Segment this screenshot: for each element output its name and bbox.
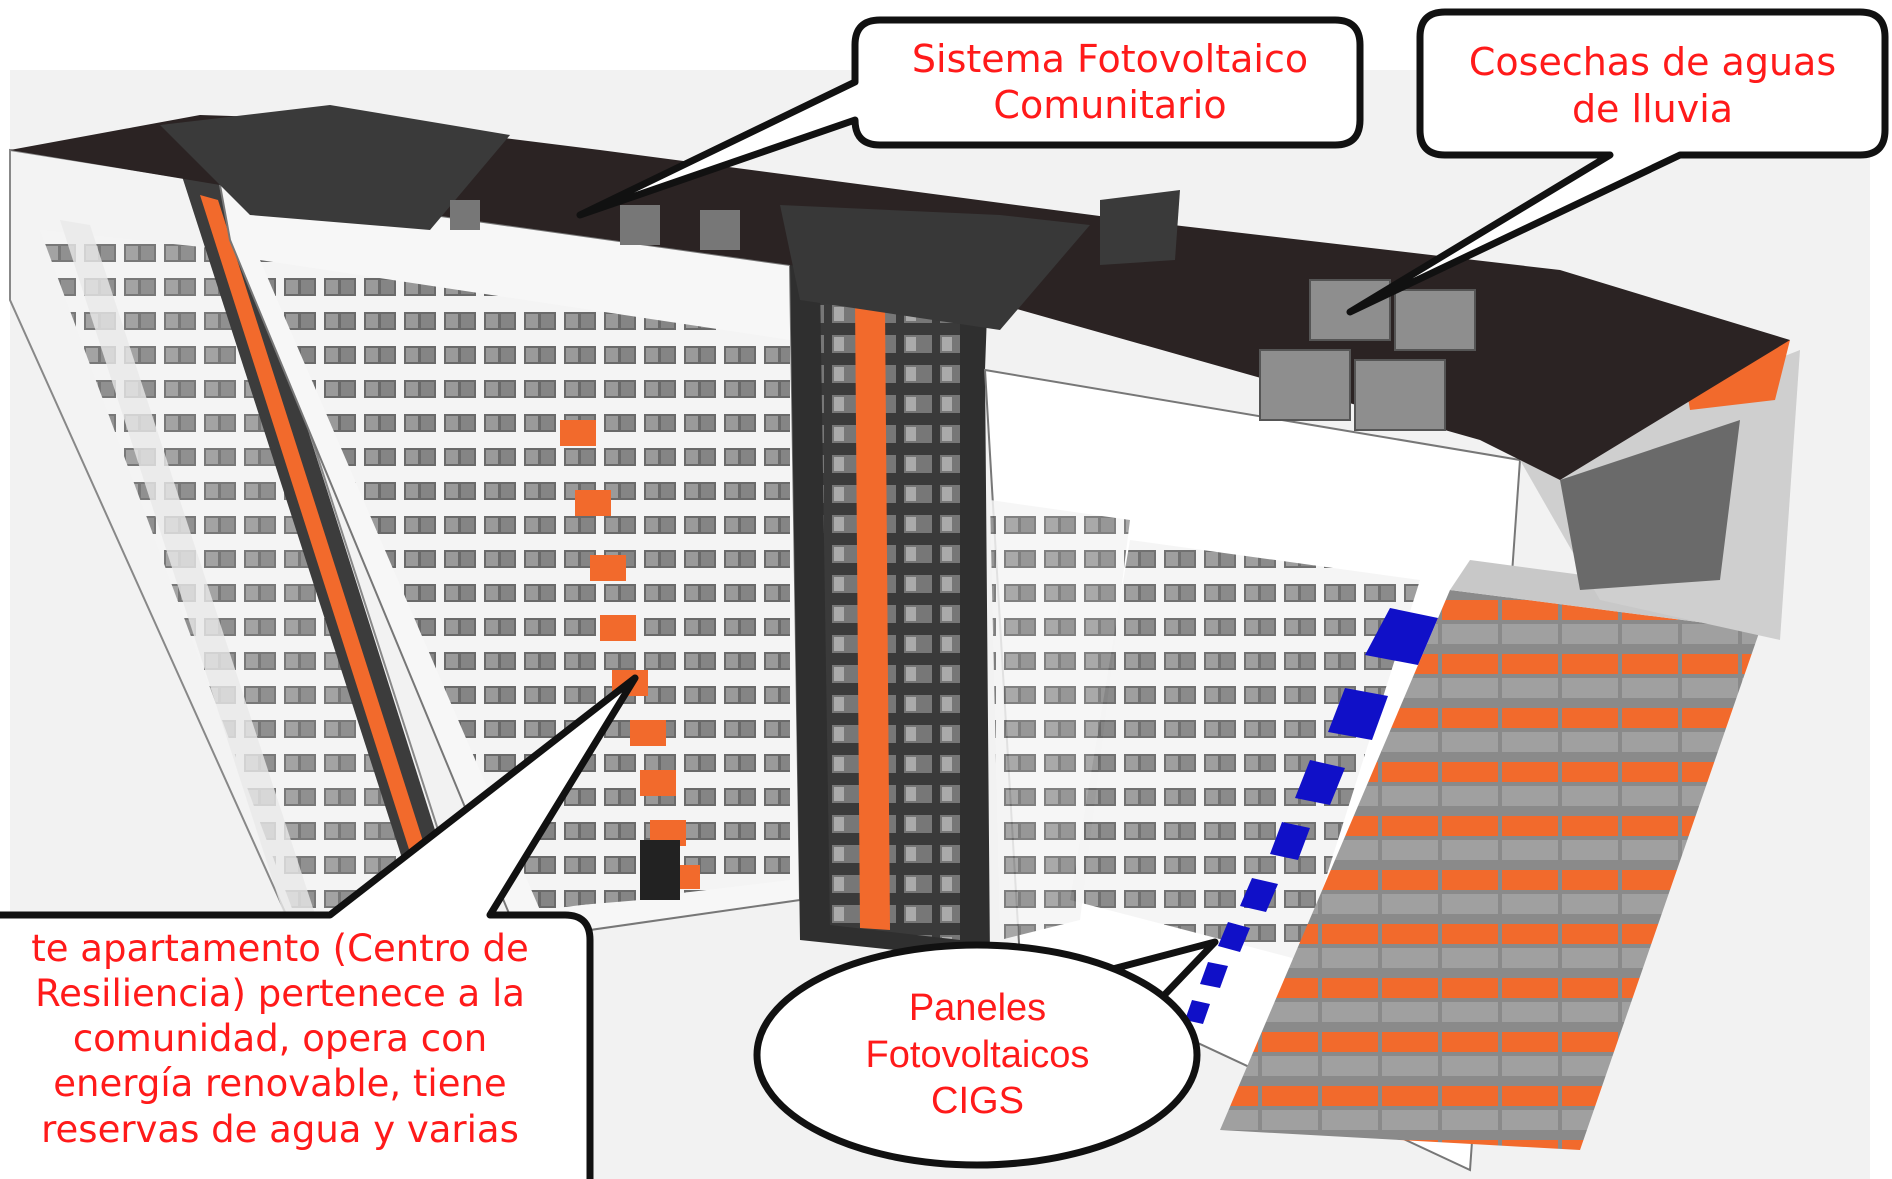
callout-pv-system-line-1: Sistema Fotovoltaico bbox=[911, 36, 1309, 81]
callout-resilience-line-5: reservas de agua y varias bbox=[41, 1107, 519, 1151]
callout-rainwater: Cosechas de aguas de lluvia bbox=[1425, 18, 1880, 153]
callout-resilience-shape bbox=[0, 674, 639, 1179]
callout-resilience-line-2: Resiliencia) pertenece a la bbox=[35, 972, 525, 1016]
callout-pv-system-line-2: Comunitario bbox=[993, 83, 1227, 127]
callout-resilience-line-1: te apartamento (Centro de bbox=[31, 927, 529, 970]
left-wing bbox=[9, 148, 482, 992]
callout-resilience-line-3: comunidad, opera con bbox=[72, 1017, 488, 1061]
front-facade bbox=[218, 183, 802, 942]
callout-cigs-shape bbox=[753, 938, 1219, 1169]
callout-rainwater-line-2: de lluvia bbox=[1571, 86, 1734, 131]
callout-resilience: te apartamento (Centro de Resiliencia) p… bbox=[0, 926, 580, 1179]
stair-core bbox=[640, 200, 990, 960]
callout-pv-system: Sistema Fotovoltaico Comunitario bbox=[870, 22, 1350, 142]
callout-pv-system-shape bbox=[576, 16, 1364, 219]
callout-cigs-line-2: Fotovoltaicos bbox=[865, 1033, 1090, 1076]
callout-rainwater-shape bbox=[1346, 8, 1889, 316]
callout-cigs-line-3: CIGS bbox=[931, 1080, 1024, 1123]
callout-rainwater-line-1: Cosechas de aguas bbox=[1468, 40, 1837, 85]
callout-cigs: Paneles Fotovoltaicos CIGS bbox=[790, 975, 1165, 1135]
rainwater-tanks bbox=[1259, 279, 1476, 431]
callout-resilience-line-4: energía renovable, tiene bbox=[53, 1062, 507, 1106]
callout-cigs-line-1: Paneles bbox=[908, 987, 1047, 1030]
rooftop bbox=[10, 105, 1790, 480]
cigs-panels bbox=[1185, 608, 1438, 1024]
